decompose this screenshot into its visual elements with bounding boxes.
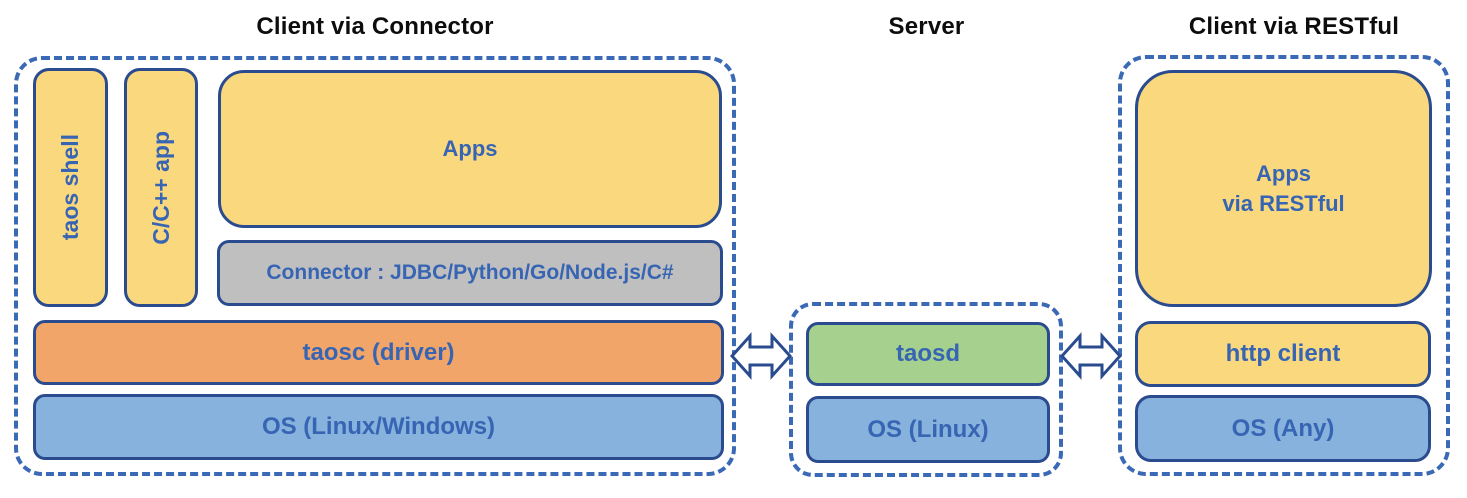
apps-via-restful-box: Apps via RESTful <box>1135 70 1432 307</box>
os-linux-windows-label: OS (Linux/Windows) <box>261 413 496 440</box>
os-any-label: OS (Any) <box>1231 414 1335 442</box>
bidirectional-arrow-icon <box>730 332 792 380</box>
taosd-box: taosd <box>806 322 1050 386</box>
apps-label: Apps <box>442 136 498 161</box>
client-restful-group-outline <box>1118 55 1450 476</box>
section-title-client-connector: Client via Connector <box>256 13 494 40</box>
server-group-outline <box>789 302 1063 477</box>
client-connector-group-outline <box>14 56 736 476</box>
os-linux-label: OS (Linux) <box>867 415 989 443</box>
taos-shell-label: taos shell <box>57 134 83 241</box>
os-linux-box: OS (Linux) <box>806 396 1050 463</box>
bidirectional-arrow-icon <box>1060 332 1122 380</box>
section-title-server: Server <box>888 13 965 40</box>
connector-bar-box: Connector : JDBC/Python/Go/Node.js/C# <box>217 240 723 306</box>
apps-via-restful-label-line1: Apps <box>1256 160 1311 186</box>
apps-via-restful-label-line2: via RESTful <box>1222 190 1345 216</box>
section-title-client-restful: Client via RESTful <box>1188 13 1400 40</box>
taosc-driver-label: taosc (driver) <box>302 338 455 366</box>
apps-box: Apps <box>218 70 722 228</box>
taos-shell-box: taos shell <box>33 68 108 307</box>
connector-bar-label: Connector : JDBC/Python/Go/Node.js/C# <box>266 261 674 284</box>
os-any-box: OS (Any) <box>1135 395 1431 462</box>
cpp-app-label: C/C++ app <box>147 130 174 245</box>
cpp-app-box: C/C++ app <box>124 68 198 307</box>
http-client-box: http client <box>1135 321 1431 387</box>
http-client-label: http client <box>1225 340 1341 367</box>
taosc-driver-box: taosc (driver) <box>33 320 724 385</box>
os-linux-windows-box: OS (Linux/Windows) <box>33 394 724 460</box>
taosd-label: taosd <box>895 340 960 367</box>
